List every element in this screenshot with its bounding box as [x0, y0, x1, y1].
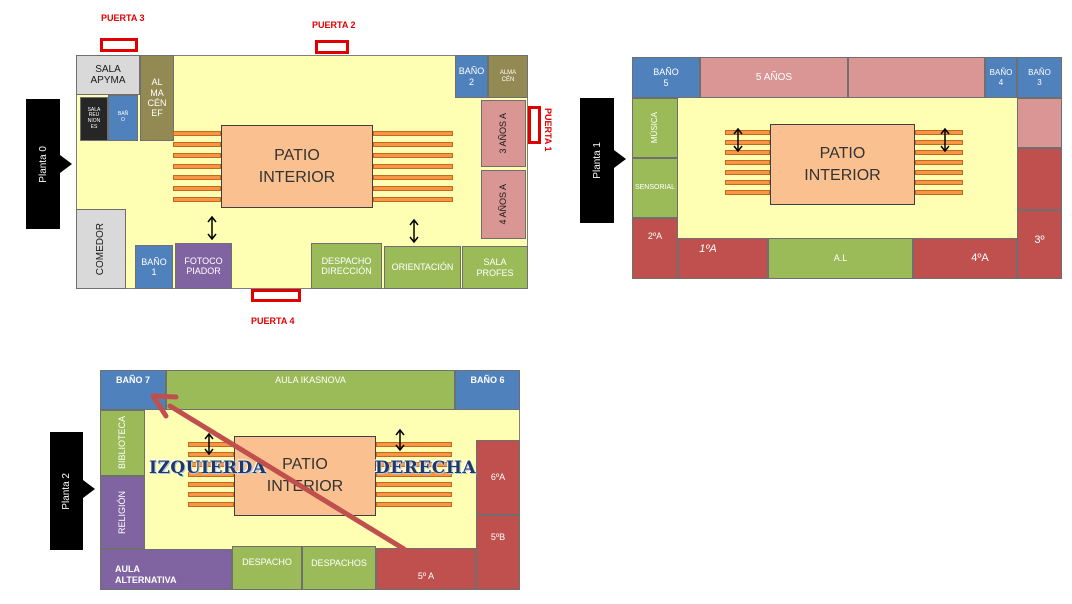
room-1-a: 1ºA: [678, 238, 768, 279]
room-almacen-ef: AL MA CÉN EF: [140, 55, 174, 141]
room-5-anos: 5 AÑOS: [700, 57, 848, 98]
room-biblioteca: BIBLIOTECA: [100, 410, 145, 476]
room-religion: RELIGIÓN: [100, 476, 145, 549]
room-right-middle: [1017, 148, 1062, 210]
room-sensorial: SENSORIAL: [632, 158, 678, 218]
floor-0-tag: Planta 0: [26, 99, 60, 229]
room-5-a: 5º A: [376, 548, 476, 590]
floor-1-updown-arrow-icon-right: [940, 127, 950, 153]
floor-0-updown-arrow-icon-right: [409, 218, 419, 244]
room-bano-6: BAÑO 6: [455, 370, 520, 410]
room-bano-2: BAÑO 2: [455, 55, 488, 98]
floor-1-updown-arrow-icon-left: [733, 127, 743, 153]
room-aula-ikasnova: AULA IKASNOVA: [166, 370, 455, 410]
room-3-anos-a: 3 AÑOS A: [481, 100, 526, 167]
door-2: [315, 40, 349, 54]
floor-1-patio-interior: PATIO INTERIOR: [770, 124, 915, 205]
room-bano-4: BAÑO 4: [985, 57, 1017, 98]
label-derecha: DERECHA: [375, 458, 477, 478]
floor-2-entry-arrow-icon: [83, 480, 95, 498]
room-bano-1: BAÑO 1: [135, 245, 173, 289]
door-1-label: PUERTA 1: [543, 108, 553, 152]
door-2-label: PUERTA 2: [312, 20, 356, 30]
floor-0-patio-interior: PATIO INTERIOR: [221, 125, 373, 208]
floor-1-entry-arrow-icon: [614, 150, 626, 168]
room-5-b: 5ºB: [476, 515, 520, 590]
door-3: [100, 38, 138, 52]
room-sala-reuniones: SALA REU NION ES: [80, 97, 108, 141]
room-bano-3: BAÑO 3: [1017, 57, 1062, 98]
room-despachos: DESPACHOS: [302, 546, 376, 590]
room-2-a: 2ºA: [632, 218, 678, 279]
room-5-anos-extension: [848, 57, 985, 98]
room-sala-profes: SALA PROFES: [462, 246, 528, 289]
floor-2-updown-arrow-icon-left: [204, 432, 214, 456]
floor-2-tag: Planta 2: [50, 432, 83, 550]
room-despacho: DESPACHO: [232, 546, 302, 590]
room-3: 3º: [1017, 210, 1062, 279]
floor-0-updown-arrow-icon-left: [207, 215, 217, 241]
room-aula-alternativa: AULA ALTERNATIVA: [100, 549, 232, 590]
room-6-a: 6ºA: [476, 440, 520, 515]
room-right-upper: [1017, 98, 1062, 148]
door-4-label: PUERTA 4: [251, 316, 295, 326]
room-almacen: ALMA CÉN: [488, 55, 528, 98]
room-4-anos-a: 4 AÑOS A: [481, 170, 526, 239]
door-4: [251, 289, 301, 302]
room-orientacion: ORIENTACIÓN: [384, 246, 461, 289]
floor-2-patio-interior: PATIO INTERIOR: [234, 436, 376, 516]
room-sala-apyma: SALA APYMA: [76, 55, 140, 95]
floor-1-tag: Planta 1: [580, 98, 614, 223]
floor-0-entry-arrow-icon: [60, 155, 72, 173]
room-bano-5: BAÑO 5: [632, 57, 700, 98]
room-despacho-direccion: DESPACHO DIRECCIÓN: [311, 243, 382, 289]
label-izquierda: IZQUIERDA: [149, 458, 267, 478]
room-comedor: COMEDOR: [76, 209, 126, 289]
door-3-label: PUERTA 3: [101, 13, 145, 23]
room-a-l: A.L: [768, 238, 913, 279]
room-fotocopiador: FOTOCO PIADOR: [175, 243, 232, 289]
floor-2-updown-arrow-icon-right: [395, 428, 405, 452]
room-musica: MÚSICA: [632, 98, 678, 158]
room-bano-small: BAÑ O: [108, 95, 138, 141]
door-1: [528, 106, 541, 144]
room-4-a: 4ºA: [913, 238, 1017, 279]
